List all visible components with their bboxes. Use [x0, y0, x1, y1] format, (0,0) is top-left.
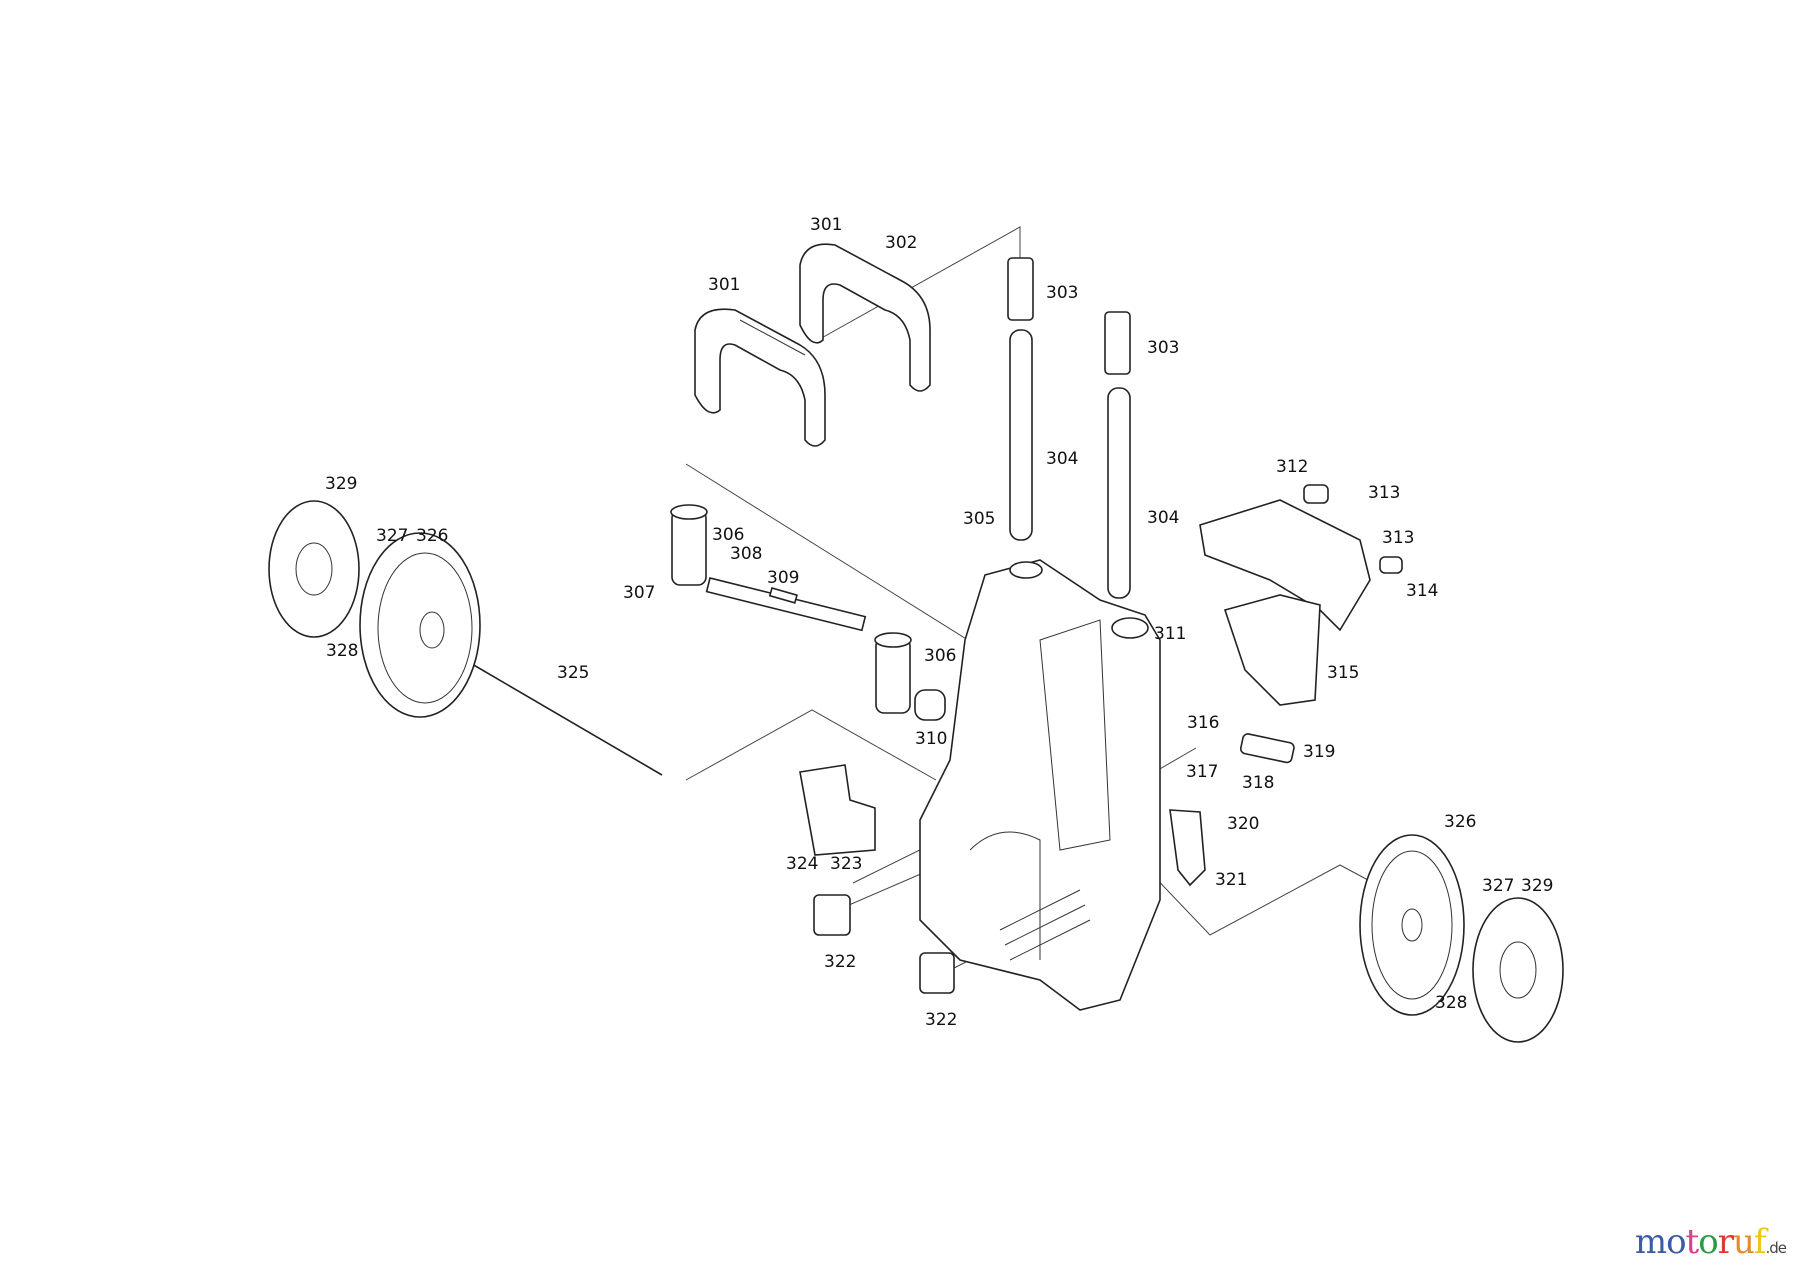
- part-label: 318: [1242, 773, 1274, 793]
- part-label: 327: [376, 526, 408, 546]
- part-label: 317: [1186, 762, 1218, 782]
- spring-309: [768, 587, 798, 604]
- part-label: 322: [925, 1010, 957, 1030]
- part-label: 314: [1406, 581, 1438, 601]
- logo-letter: u: [1732, 1222, 1755, 1262]
- valve-306-upper: [671, 509, 707, 586]
- part-label: 316: [1187, 713, 1219, 733]
- part-label: 312: [1276, 457, 1308, 477]
- housing-312: [1199, 499, 1371, 632]
- logo-letter: t: [1685, 1222, 1700, 1262]
- part-label: 304: [1147, 508, 1179, 528]
- housing-315: [1223, 594, 1321, 706]
- part-label: 302: [885, 233, 917, 253]
- part-label: 304: [1046, 449, 1078, 469]
- part-label: 328: [326, 641, 358, 661]
- part-label: 329: [325, 474, 357, 494]
- handle-301-front: [694, 308, 826, 447]
- part-label: 322: [824, 952, 856, 972]
- part-label: 326: [416, 526, 448, 546]
- part-label: 306: [712, 525, 744, 545]
- part-label: 306: [924, 646, 956, 666]
- motoruf-logo: motoruf.de: [1634, 1222, 1787, 1262]
- part-label: 326: [1444, 812, 1476, 832]
- part-label: 305: [963, 509, 995, 529]
- handle-301-back: [799, 243, 931, 392]
- part-label: 321: [1215, 870, 1247, 890]
- part-label: 320: [1227, 814, 1259, 834]
- part-label: 327: [1482, 876, 1514, 896]
- part-label: 325: [557, 663, 589, 683]
- lever-320: [1169, 809, 1206, 887]
- part-label: 309: [767, 568, 799, 588]
- part-label: 303: [1147, 338, 1179, 358]
- part-label: 329: [1521, 876, 1553, 896]
- part-label: 301: [810, 215, 842, 235]
- logo-letter: o: [1698, 1222, 1719, 1262]
- pin-313-a: [1303, 484, 1329, 504]
- part-label: 319: [1303, 742, 1335, 762]
- part-labels: 301 302 301 303 303 304 304 305 306 307 …: [325, 215, 1553, 1030]
- pin-313-b: [1379, 556, 1403, 574]
- logo-letter: f: [1753, 1222, 1767, 1262]
- part-label: 323: [830, 854, 862, 874]
- wheel-left: [268, 500, 481, 718]
- part-label: 301: [708, 275, 740, 295]
- cap-303-right: [1104, 311, 1131, 375]
- cover-322-a: [813, 894, 851, 936]
- part-label: 307: [623, 583, 655, 603]
- logo-suffix: .de: [1765, 1239, 1787, 1257]
- tube-304-left: [1009, 329, 1033, 541]
- part-label: 313: [1368, 483, 1400, 503]
- part-label: 328: [1435, 993, 1467, 1013]
- logo-letter: o: [1666, 1222, 1687, 1262]
- cap-303-left: [1007, 257, 1034, 321]
- part-label: 310: [915, 729, 947, 749]
- frame-311: [919, 559, 1161, 1011]
- logo-text: motoruf: [1634, 1222, 1767, 1262]
- part-label: 324: [786, 854, 818, 874]
- tube-304-right: [1107, 387, 1131, 599]
- part-label: 311: [1154, 624, 1186, 644]
- valve-306-lower: [875, 637, 911, 714]
- wheel-right: [1359, 834, 1564, 1043]
- cover-322-b: [919, 952, 955, 994]
- plate-323: [799, 764, 876, 856]
- part-label: 315: [1327, 663, 1359, 683]
- axle-325: [471, 663, 663, 776]
- part-label: 313: [1382, 528, 1414, 548]
- part-label: 303: [1046, 283, 1078, 303]
- part-label: 308: [730, 544, 762, 564]
- logo-letter: m: [1634, 1222, 1667, 1262]
- bushing-310: [914, 689, 946, 721]
- logo-letter: r: [1717, 1222, 1734, 1262]
- cover-319: [1239, 733, 1295, 764]
